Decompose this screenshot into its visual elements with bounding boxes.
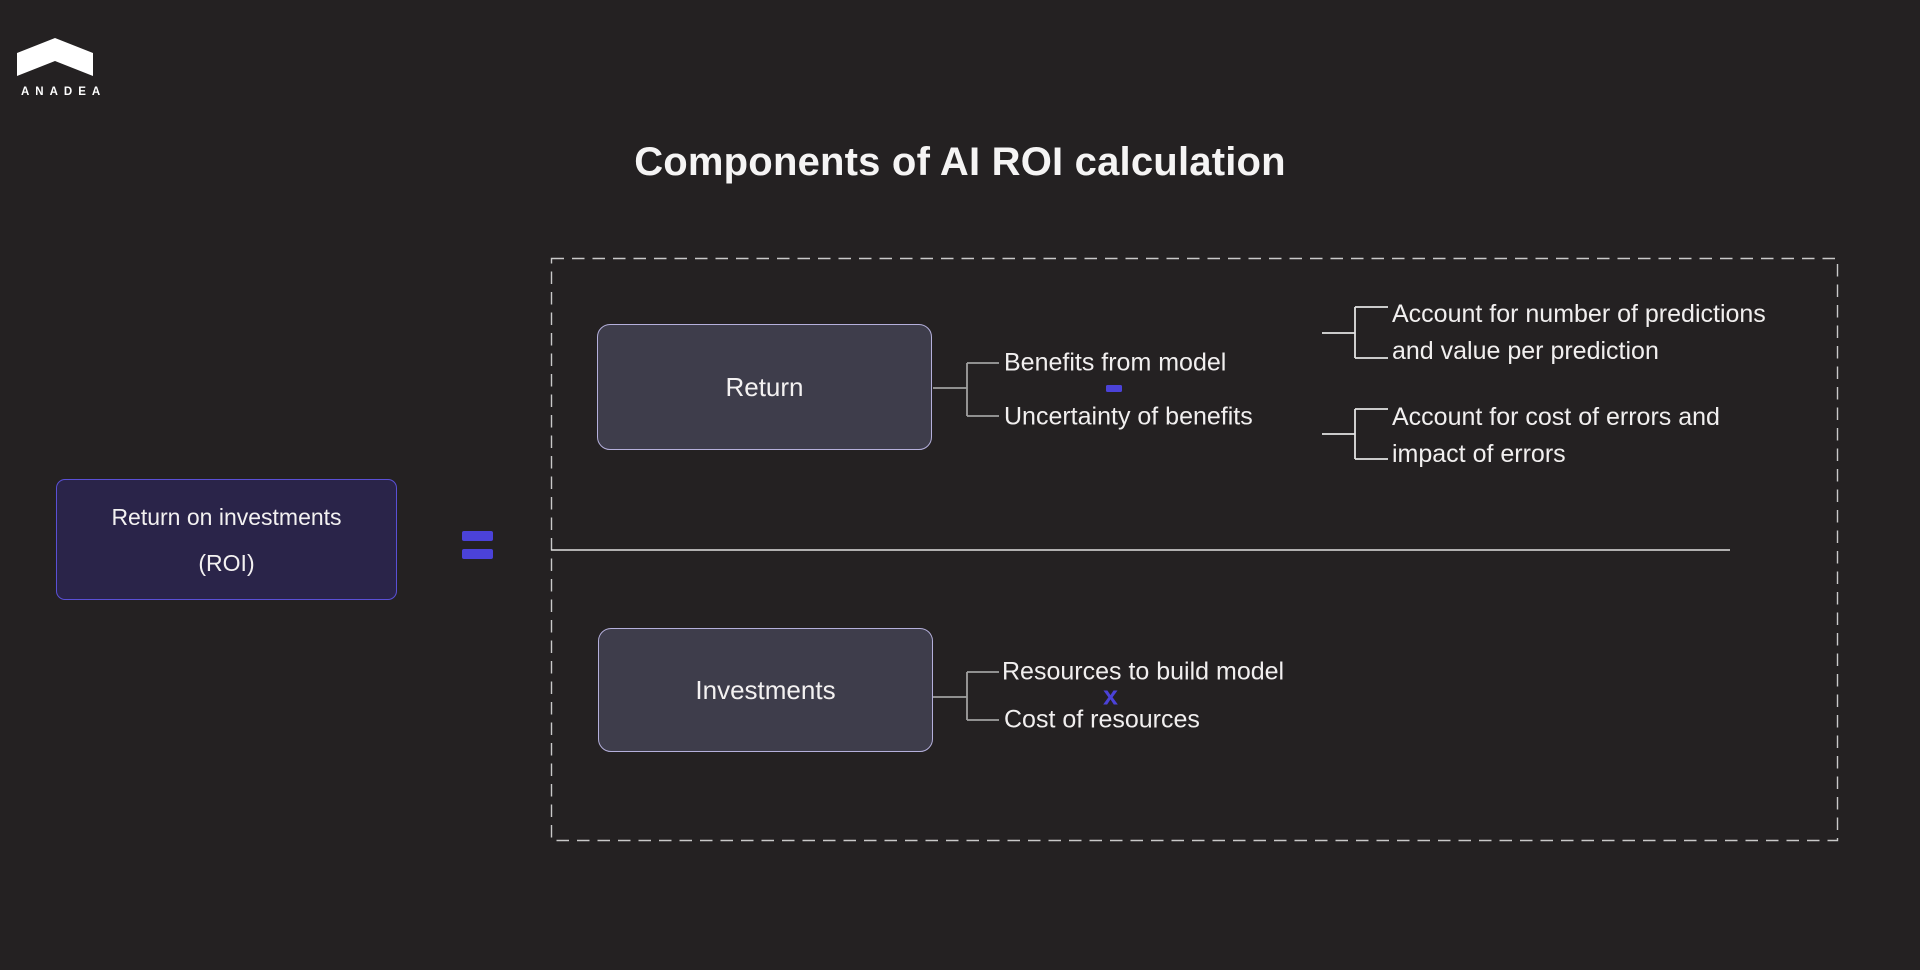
multiply-operator: x <box>1103 680 1119 711</box>
predictions-bracket <box>1322 306 1388 359</box>
annotation-predictions-line1: Account for number of predictions <box>1392 300 1766 328</box>
return-bracket <box>933 362 999 417</box>
investments-node: Investments <box>598 628 933 752</box>
return-node-label: Return <box>725 371 804 402</box>
annotation-predictions-line2: and value per prediction <box>1392 337 1659 365</box>
equals-bar-bottom <box>462 549 493 559</box>
page-title: Components of AI ROI calculation <box>634 140 1286 184</box>
annotation-predictions: Account for number of predictions and va… <box>1392 296 1766 370</box>
minus-operator-icon <box>1106 385 1122 392</box>
equals-bar-top <box>462 531 493 541</box>
investments-node-label: Investments <box>695 674 836 705</box>
roi-box-line2: (ROI) <box>198 549 255 576</box>
errors-bracket <box>1322 408 1388 460</box>
return-node: Return <box>597 324 932 450</box>
roi-box: Return on investments (ROI) <box>56 479 397 600</box>
annotation-errors-line1: Account for cost of errors and <box>1392 403 1720 431</box>
annotation-errors: Account for cost of errors and impact of… <box>1392 399 1720 473</box>
roi-box-line1: Return on investments <box>111 503 342 530</box>
term-cost-of-resources: Cost of resources <box>1004 705 1200 734</box>
annotation-errors-line2: impact of errors <box>1392 440 1566 468</box>
equals-operator-icon <box>462 531 493 567</box>
term-benefits-from-model: Benefits from model <box>1004 348 1227 377</box>
chevron-logo-icon <box>17 38 93 76</box>
term-resources-to-build-model: Resources to build model <box>1002 657 1285 686</box>
brand-name: ANADEA <box>21 86 107 98</box>
investments-bracket <box>933 671 999 721</box>
term-uncertainty-of-benefits: Uncertainty of benefits <box>1004 402 1253 431</box>
brand-logo: ANADEA <box>17 38 107 98</box>
